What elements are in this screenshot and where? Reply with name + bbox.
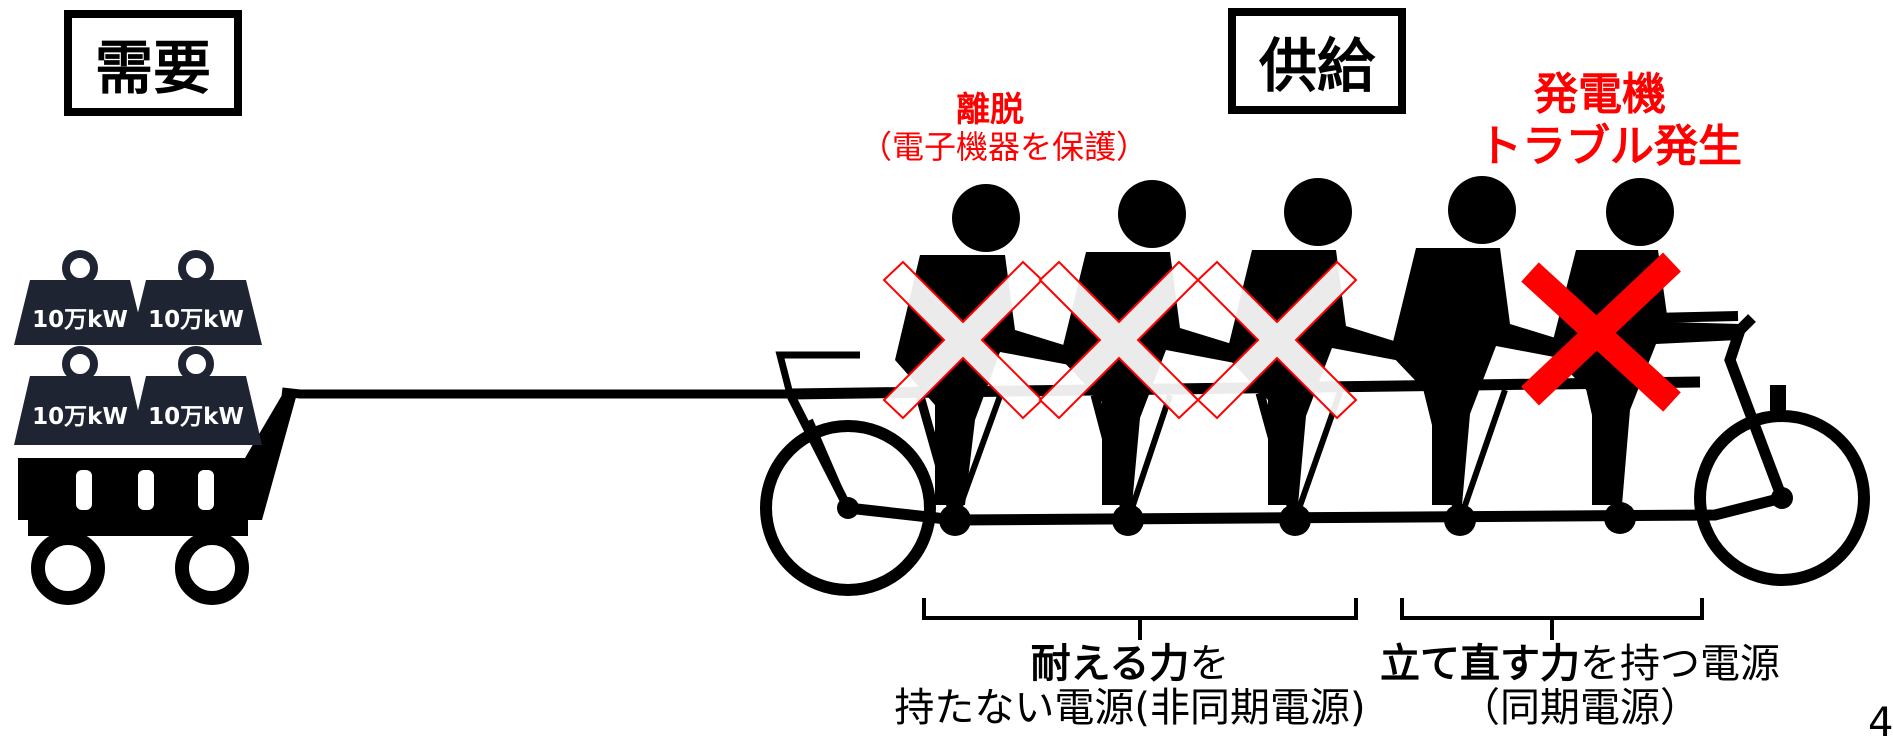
- synchronous-caption-line1: 立て直す力を持つ電源: [1380, 642, 1780, 686]
- weight-label-3: 10万kW: [32, 404, 128, 430]
- synchronous-caption-line2: （同期電源）: [1460, 685, 1700, 731]
- cart-icon: [18, 387, 790, 605]
- weight-label-1: 10万kW: [32, 307, 128, 333]
- rider-icon-4: [1390, 176, 1575, 505]
- recover-power-suffix: を持つ電源: [1580, 641, 1780, 687]
- disconnect-note: （電子機器を保護）: [860, 128, 1149, 166]
- weight-icon-3: [14, 346, 146, 445]
- bracket-non-synchronous: [922, 598, 1358, 640]
- supply-label: 供給: [1258, 32, 1375, 100]
- generator-trouble-line2: トラブル発生: [1478, 121, 1742, 172]
- rider-icon-5: [1550, 178, 1740, 505]
- disconnect-x-mark-3: [1196, 260, 1358, 420]
- generator-trouble-line1: 発電機: [1534, 69, 1666, 120]
- endure-power-suffix: を: [1189, 641, 1230, 687]
- weight-icon-2: [130, 250, 262, 345]
- weight-icon-4: [130, 346, 262, 445]
- synchronous-caption: 立て直す力を持つ電源 （同期電源）: [1380, 642, 1780, 730]
- weight-label-4: 10万kW: [148, 404, 244, 430]
- weight-icon-1: [14, 250, 146, 345]
- demand-label: 需要: [94, 34, 211, 102]
- supply-label-box: 供給: [1228, 8, 1406, 114]
- non-synchronous-caption-line2: 持たない電源(非同期電源): [894, 685, 1366, 731]
- demand-label-box: 需要: [64, 10, 242, 116]
- page-number: 4: [1868, 700, 1893, 746]
- non-synchronous-caption: 耐える力を 持たない電源(非同期電源): [840, 642, 1420, 730]
- generator-trouble-x-mark: [1521, 252, 1681, 412]
- disconnect-label: 離脱: [956, 90, 1024, 130]
- weight-label-2: 10万kW: [148, 307, 244, 333]
- endure-power-label: 耐える力: [1030, 641, 1190, 687]
- bracket-synchronous: [1400, 598, 1704, 640]
- non-synchronous-caption-line1: 耐える力を: [840, 642, 1420, 686]
- recover-power-label: 立て直す力: [1380, 641, 1580, 687]
